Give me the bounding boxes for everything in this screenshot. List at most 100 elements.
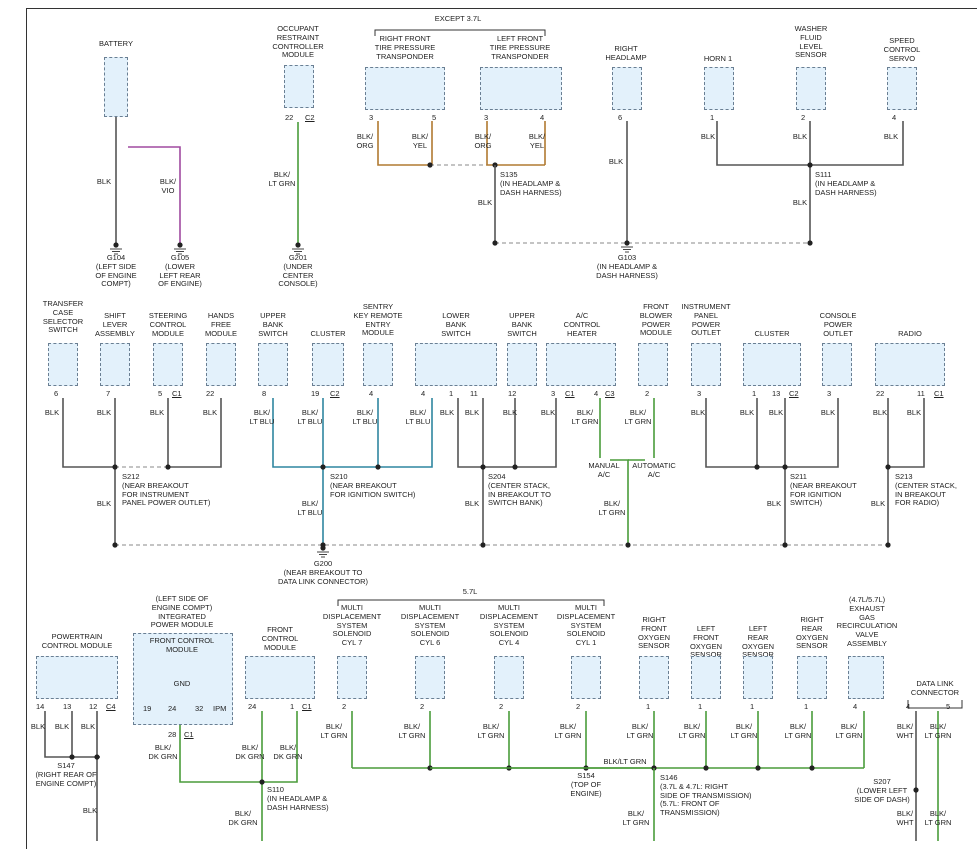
splice-dot	[625, 542, 631, 548]
pin: 24	[168, 704, 177, 713]
splice-dot	[703, 765, 709, 771]
except-label: EXCEPT 3.7L	[434, 14, 482, 23]
wire-7	[167, 398, 222, 468]
wire-label: BLK/ ORG	[356, 132, 374, 150]
diagram-frame	[26, 8, 977, 849]
pcm-label: POWERTRAIN CONTROL MODULE	[41, 632, 113, 650]
pin: C1	[172, 389, 182, 398]
speed-module	[887, 67, 917, 110]
upper-bank-1-module	[258, 343, 288, 386]
wire-label: BLK/ LT GRN	[624, 408, 652, 426]
pin: 2	[801, 113, 806, 122]
wire-label: BLK	[792, 132, 808, 141]
pin: 19	[143, 704, 152, 713]
wire-label: BLK/ LT GRN	[835, 722, 863, 740]
wire-label: BLK	[464, 408, 480, 417]
pin: 22	[206, 389, 215, 398]
pin: 2	[576, 702, 581, 711]
cyl4-module	[494, 656, 524, 699]
horn-module	[704, 67, 734, 110]
battery-symbol	[104, 57, 128, 117]
splice-dot	[320, 464, 326, 470]
g201-label: G201 (UNDER CENTER CONSOLE)	[278, 253, 318, 289]
cyl4-label: MULTI DISPLACEMENT SYSTEM SOLENOID CYL 4	[479, 603, 539, 648]
headlamp-label: RIGHT HEADLAMP	[605, 44, 647, 62]
s146-label: S146 (3.7L & 4.7L: RIGHT SIDE OF TRANSMI…	[660, 773, 752, 818]
pin: 1	[290, 702, 295, 711]
pin: 4	[369, 389, 374, 398]
speed-label: SPEED CONTROL SERVO	[883, 36, 921, 63]
wire-blk-org-2	[486, 121, 545, 166]
ac-module	[546, 343, 616, 386]
wire-label: BLK/ LT GRN	[320, 722, 348, 740]
pin: 3	[551, 389, 556, 398]
wire-label: BLK/ LT GRN	[477, 722, 505, 740]
wire-label: BLK	[202, 408, 218, 417]
lower-bank-label: LOWER BANK SWITCH	[441, 311, 471, 338]
wire-label: BLK/ WHT	[896, 722, 914, 740]
wire-label: BLK	[96, 177, 112, 186]
wire-label: BLK	[149, 408, 165, 417]
pin: 28	[168, 730, 177, 739]
splice-dot	[259, 779, 265, 785]
wire-label: BLK/ LT GRN	[598, 499, 626, 517]
upper-bank-1-label: UPPER BANK SWITCH	[258, 311, 288, 338]
g104-ground	[110, 248, 122, 255]
cyl1-label: MULTI DISPLACEMENT SYSTEM SOLENOID CYL 1	[556, 603, 616, 648]
wire-label: BLK/ DK GRN	[228, 809, 258, 827]
wire-label: BLK/ LT GRN	[554, 722, 582, 740]
upper-bank-2-label: UPPER BANK SWITCH	[507, 311, 537, 338]
g105-label: G105 (LOWER LEFT REAR OF ENGINE)	[158, 253, 202, 289]
pin: C2	[330, 389, 340, 398]
g200-label: G200 (NEAR BREAKOUT TO DATA LINK CONNECT…	[277, 559, 369, 586]
wire-label: BLK	[700, 132, 716, 141]
pin: 22	[876, 389, 885, 398]
splice-dot	[754, 464, 760, 470]
pin: 14	[36, 702, 45, 711]
pin: 8	[262, 389, 267, 398]
pin: 13	[63, 702, 72, 711]
s154-label: S154 (TOP OF ENGINE)	[570, 771, 602, 798]
splice-dot	[913, 787, 919, 793]
shift-label: SHIFT LEVER ASSEMBLY	[95, 311, 135, 338]
wire-label: BLK/ LT GRN	[924, 809, 952, 827]
pin: 3	[369, 113, 374, 122]
steering-label: STEERING CONTROL MODULE	[148, 311, 188, 338]
wire-19	[888, 398, 925, 468]
wire-label: BLK	[766, 499, 782, 508]
bus-label: BLK/LT GRN	[603, 757, 647, 766]
cyl6-label: MULTI DISPLACEMENT SYSTEM SOLENOID CYL 6	[400, 603, 460, 648]
pin: 3	[697, 389, 702, 398]
s135-label: S135 (IN HEADLAMP & DASH HARNESS)	[500, 170, 562, 197]
s207-label: S207 (LOWER LEFT SIDE OF DASH)	[854, 777, 910, 804]
wire-24	[262, 711, 298, 783]
s210-label: S210 (NEAR BREAKOUT FOR IGNITION SWITCH)	[330, 472, 416, 499]
egr-module	[848, 656, 884, 699]
s147-label: S147 (RIGHT REAR OF ENGINE COMPT)	[35, 761, 97, 788]
splice-dot	[782, 542, 788, 548]
wire-8	[457, 398, 557, 468]
splice-dot	[112, 464, 118, 470]
sentry-label: SENTRY KEY REMOTE ENTRY MODULE	[353, 302, 403, 338]
ground-dot	[113, 242, 119, 248]
console-module	[822, 343, 852, 386]
pin: 1	[804, 702, 809, 711]
lfo2-module	[691, 656, 721, 699]
wire-label: BLK	[608, 157, 624, 166]
splice-dot	[782, 464, 788, 470]
orc-module	[284, 65, 314, 108]
rf-tpt-label: RIGHT FRONT TIRE PRESSURE TRANSPONDER	[374, 34, 436, 61]
manual-label: MANUAL A/C	[588, 461, 620, 479]
rf-tpt-module	[365, 67, 445, 110]
cyl1-module	[571, 656, 601, 699]
wire-label: BLK	[792, 198, 808, 207]
wire-label: BLK/ DK GRN	[273, 743, 303, 761]
pin: 3	[484, 113, 489, 122]
console-label: CONSOLE POWER OUTLET	[819, 311, 857, 338]
pin: C1	[302, 702, 312, 711]
wire-label: BLK	[464, 499, 480, 508]
wire-label: BLK/ LT GRN	[268, 170, 296, 188]
cyl7-module	[337, 656, 367, 699]
wire-label: BLK/ LT BLU	[297, 499, 323, 517]
splice-dot	[807, 162, 813, 168]
